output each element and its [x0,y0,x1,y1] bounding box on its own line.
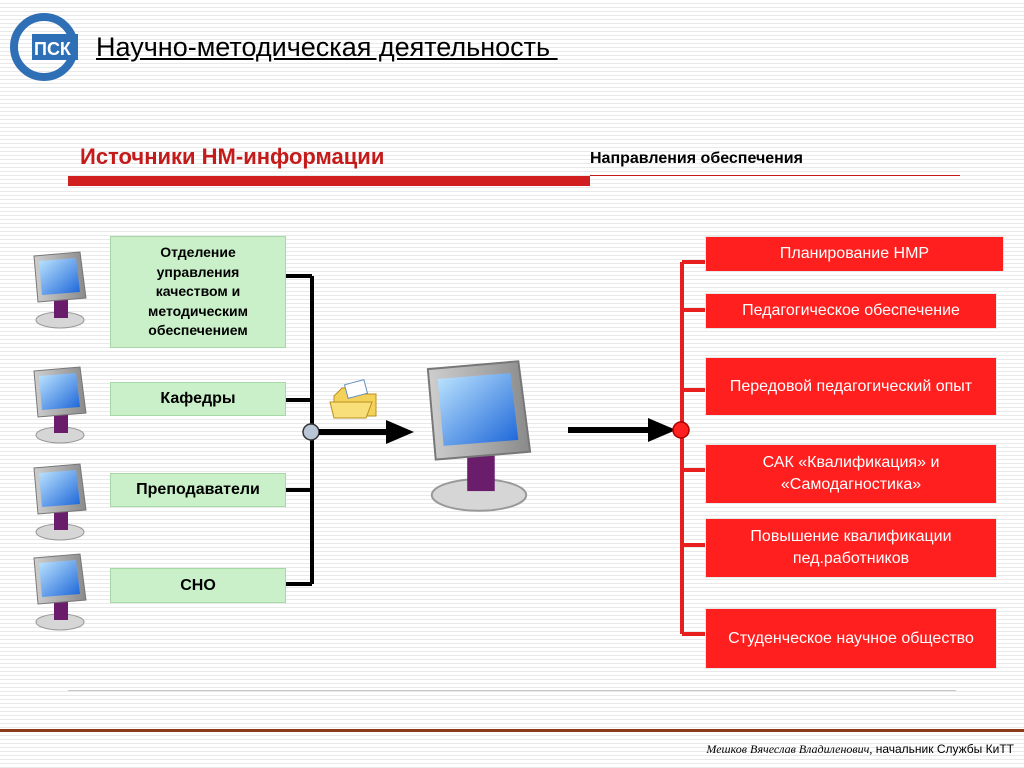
direction-label: САК «Квалификация» и «Самодагностика» [762,454,940,493]
source-box-teachers: Преподаватели [110,473,286,507]
direction-box-planning: Планирование НМР [705,236,1004,272]
footer-author: Мешков Вячеслав Владиленович, [706,742,873,756]
computer-icon [33,553,87,631]
arrow-right-icon [648,418,676,442]
footer-position: начальник Службы КиТТ [872,742,1014,756]
direction-box-best-practice: Передовой педагогический опыт [705,357,997,416]
footer-text: Мешков Вячеслав Владиленович, начальник … [706,742,1014,757]
footer-divider [0,729,1024,732]
source-label: СНО [180,576,216,594]
direction-label: Планирование НМР [779,245,930,263]
logo: ПСК [10,8,82,86]
heading-underline-thin [590,175,960,176]
computer-icon [33,463,87,541]
heading-underline-red [68,176,590,186]
source-box-quality-department: Отделение управления качеством и методич… [110,236,286,348]
divider [68,690,956,691]
server-computer-icon [426,360,532,512]
source-label: Отделение управления качеством и методич… [148,244,248,339]
folder-icon [329,379,377,419]
logo-text: ПСК [34,39,72,59]
directions-heading: Направления обеспечения [590,150,803,167]
source-box-sno: СНО [110,568,286,603]
source-label: Кафедры [160,390,236,407]
page-title: Научно-методическая деятельность [96,32,558,62]
arrow-right-icon [386,420,414,444]
computer-icon [33,251,87,329]
junction-node-left [302,423,320,441]
sources-heading: Источники НМ-информации [80,144,385,169]
direction-label: Передовой педагогический опыт [729,377,973,395]
direction-box-sak-qualification: САК «Квалификация» и «Самодагностика» [705,444,997,504]
direction-box-professional-development: Повышение квалификации пед.работников [705,518,997,578]
direction-box-pedagogical-support: Педагогическое обеспечение [705,293,997,329]
direction-label: Педагогическое обеспечение [742,302,960,320]
source-box-departments: Кафедры [110,382,286,416]
computer-icon [33,366,87,444]
junction-node-right [672,421,690,439]
source-label: Преподаватели [136,481,260,498]
direction-label: Студенческое научное общество [728,629,974,647]
direction-label: Повышение квалификации пед.работников [750,528,952,567]
direction-box-student-society: Студенческое научное общество [705,608,997,669]
